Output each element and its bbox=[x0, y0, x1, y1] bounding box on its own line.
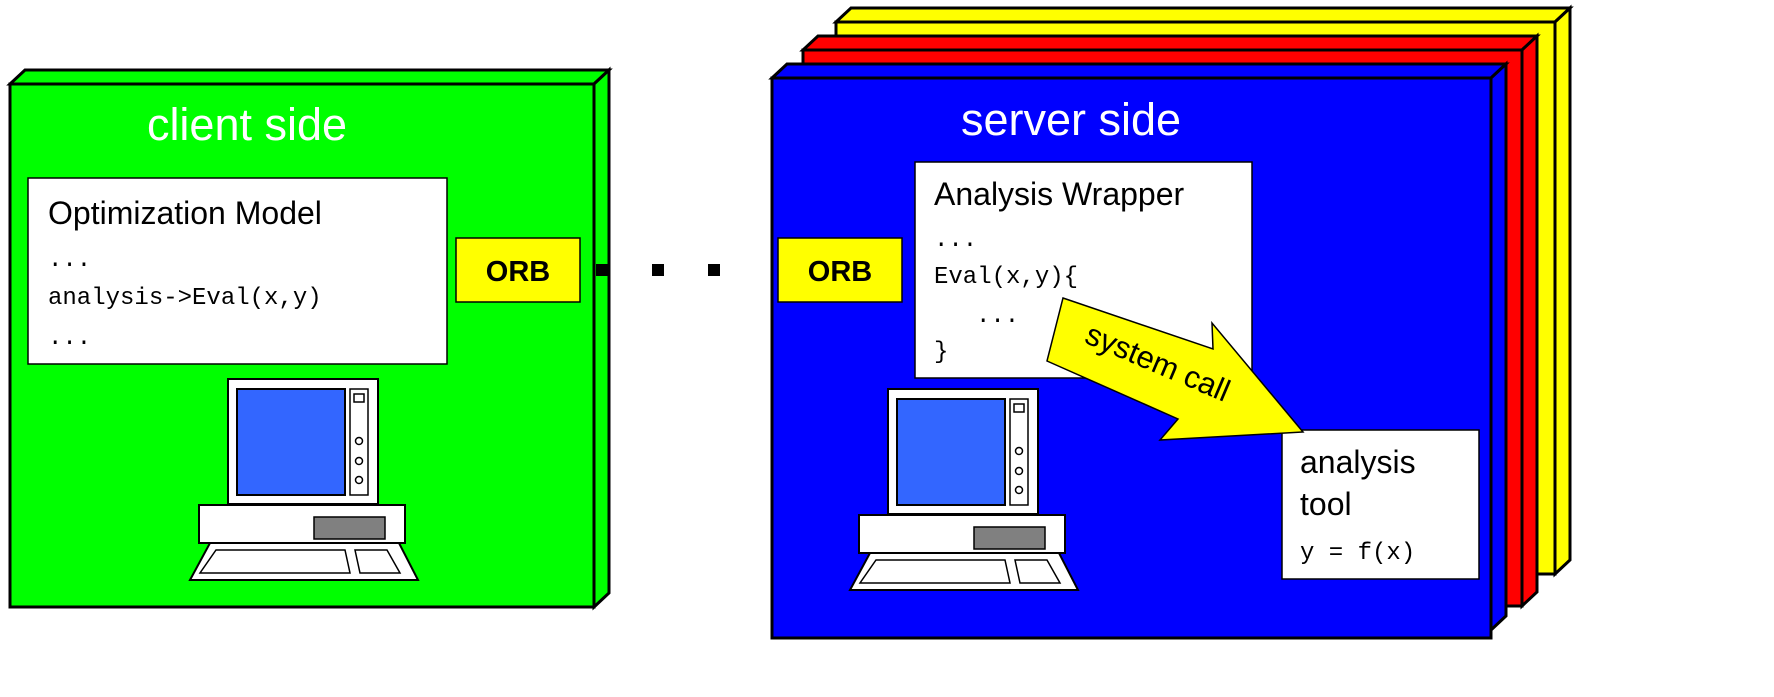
desktop-computer-icon bbox=[188, 378, 420, 581]
monitor-knob bbox=[354, 456, 364, 466]
arrow-shape bbox=[1046, 297, 1305, 441]
drive-slot bbox=[973, 526, 1046, 550]
server-back-side bbox=[1553, 4, 1572, 578]
server-orb-box: ORB bbox=[777, 237, 903, 303]
drive-slot bbox=[313, 516, 386, 540]
optimization-model-line-2: analysis->Eval(x,y) bbox=[48, 285, 322, 312]
client-title: client side bbox=[147, 99, 347, 150]
analysis-tool-heading-line-1: analysis bbox=[1300, 444, 1416, 480]
optimization-model-heading: Optimization Model bbox=[48, 195, 322, 231]
monitor-knob bbox=[1014, 446, 1024, 456]
analysis-tool-formula: y = f(x) bbox=[1300, 540, 1415, 567]
monitor-knob bbox=[354, 436, 364, 446]
server-front-side bbox=[1489, 60, 1508, 634]
analysis-wrapper-heading: Analysis Wrapper bbox=[934, 176, 1185, 212]
monitor-button-square bbox=[1013, 403, 1025, 413]
analysis-tool-box-bg bbox=[1281, 429, 1480, 580]
keyboard-keys-left bbox=[858, 559, 1011, 584]
optimization-model-box: Optimization Model ... analysis->Eval(x,… bbox=[27, 177, 448, 365]
monitor-screen bbox=[236, 388, 346, 496]
server-orb-bg bbox=[777, 237, 903, 303]
connector-dot bbox=[596, 264, 608, 276]
keyboard-keys-right bbox=[1014, 559, 1062, 584]
analysis-tool-box: analysis tool y = f(x) bbox=[1281, 429, 1480, 580]
server-middle-top bbox=[799, 34, 1541, 52]
monitor-screen bbox=[896, 398, 1006, 506]
optimization-model-box-bg bbox=[27, 177, 448, 365]
analysis-tool-heading-line-2: tool bbox=[1300, 486, 1352, 522]
optimization-model-line-1: ... bbox=[48, 247, 91, 274]
orb-connector-dots bbox=[596, 264, 720, 276]
connector-dot bbox=[708, 264, 720, 276]
server-front-top bbox=[768, 62, 1510, 80]
analysis-wrapper-line-2: Eval(x,y){ bbox=[934, 264, 1078, 291]
keyboard-keys-left bbox=[198, 549, 351, 574]
client-orb-box: ORB bbox=[455, 237, 581, 303]
system-call-arrow: system call bbox=[1046, 297, 1305, 441]
client-top bbox=[6, 68, 613, 86]
analysis-wrapper-line-3: ... bbox=[976, 303, 1019, 330]
analysis-wrapper-line-1: ... bbox=[934, 227, 977, 254]
desktop-computer-icon bbox=[848, 388, 1080, 591]
optimization-model-line-3: ... bbox=[48, 325, 91, 352]
client-orb-label: ORB bbox=[486, 256, 550, 288]
server-back-top bbox=[832, 6, 1574, 24]
keyboard-keys-right bbox=[354, 549, 402, 574]
monitor-button-square bbox=[353, 393, 365, 403]
analysis-wrapper-line-4: } bbox=[934, 339, 948, 366]
monitor-knob bbox=[1014, 485, 1024, 495]
monitor-knob bbox=[1014, 466, 1024, 476]
server-middle-side bbox=[1520, 32, 1539, 610]
connector-dot bbox=[652, 264, 664, 276]
server-orb-label: ORB bbox=[808, 256, 872, 288]
server-title: server side bbox=[961, 94, 1181, 145]
client-side bbox=[592, 66, 611, 611]
client-orb-bg bbox=[455, 237, 581, 303]
monitor-knob bbox=[354, 475, 364, 485]
